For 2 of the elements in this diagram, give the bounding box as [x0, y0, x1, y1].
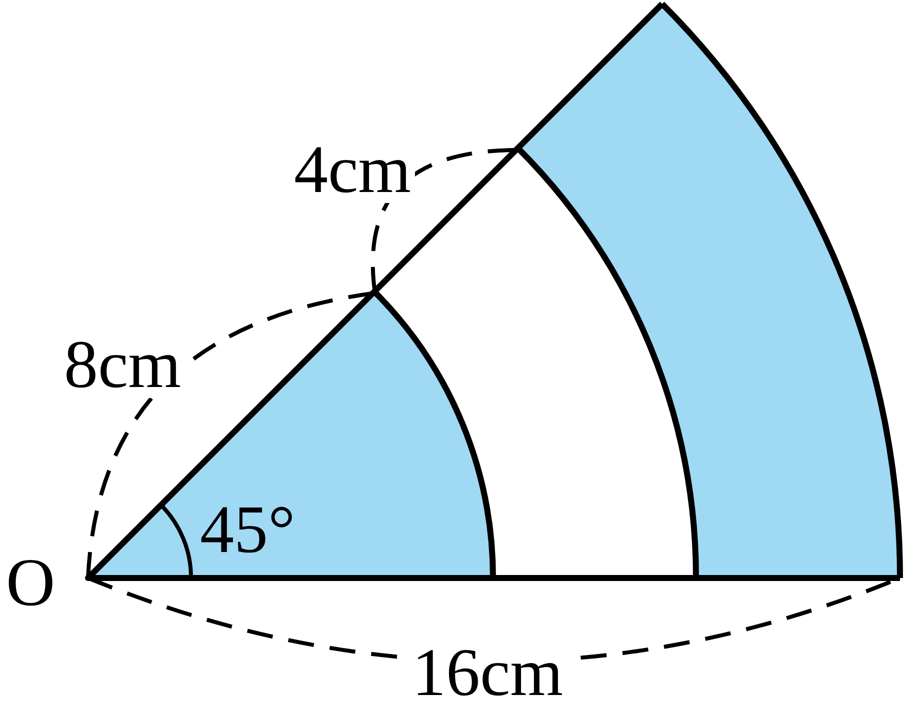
point-label: O	[5, 548, 56, 616]
angle-label: 45°	[199, 495, 296, 563]
